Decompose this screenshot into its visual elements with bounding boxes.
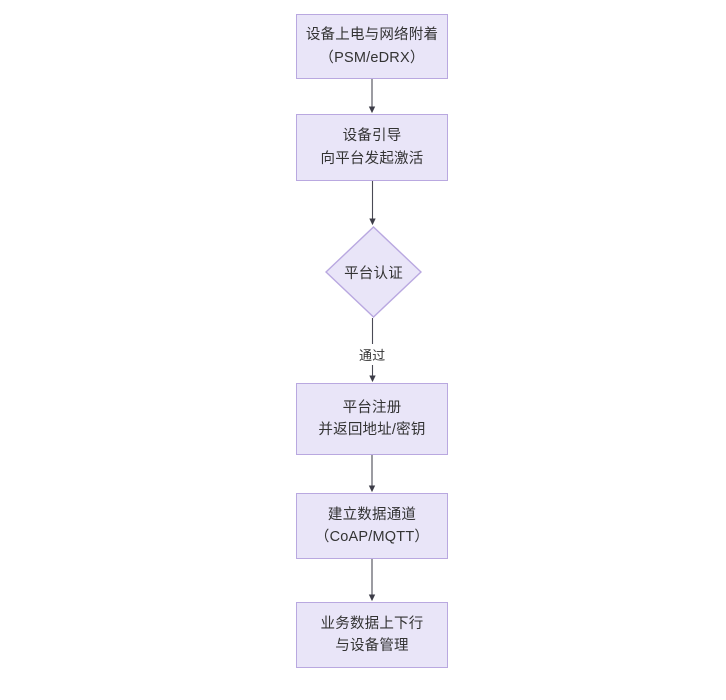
node-business-data-uplink-downlink[interactable]: 业务数据上下行 与设备管理 bbox=[296, 602, 448, 668]
node-text-line: 平台注册 bbox=[342, 399, 402, 416]
node-text-line: 与设备管理 bbox=[335, 638, 409, 654]
edge-label-pass: 通过 bbox=[356, 344, 389, 365]
node-establish-data-channel[interactable]: 建立数据通道 （CoAP/MQTT） bbox=[296, 493, 448, 559]
diamond-shape bbox=[325, 226, 422, 318]
node-text-line: 平台认证 bbox=[344, 265, 403, 282]
node-text-line: 设备引导 bbox=[342, 128, 402, 145]
node-device-power-on[interactable]: 设备上电与网络附着 （PSM/eDRX） bbox=[296, 14, 448, 79]
node-text-line: （PSM/eDRX） bbox=[319, 49, 425, 66]
node-text-line: （CoAP/MQTT） bbox=[314, 529, 430, 545]
node-text-line: 设备上电与网络附着 bbox=[305, 27, 439, 44]
node-text-line: 建立数据通道 bbox=[327, 506, 417, 523]
node-platform-authentication[interactable]: 平台认证 bbox=[325, 226, 422, 318]
node-text-line: 业务数据上下行 bbox=[320, 615, 424, 632]
node-text-line: 向平台发起激活 bbox=[320, 150, 424, 167]
node-text-line: 并返回地址/密钥 bbox=[318, 422, 426, 438]
node-device-bootstrap[interactable]: 设备引导 向平台发起激活 bbox=[296, 114, 448, 181]
node-platform-registration[interactable]: 平台注册 并返回地址/密钥 bbox=[296, 383, 448, 455]
